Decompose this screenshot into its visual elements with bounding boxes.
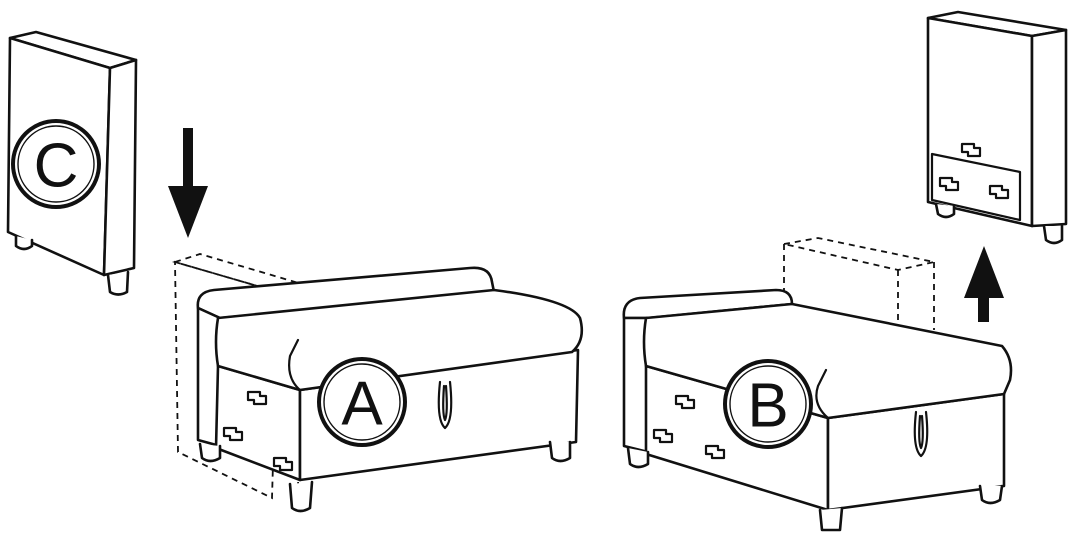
- arrow-up-icon: [964, 246, 1004, 322]
- storage-panel-raised: [926, 10, 1068, 245]
- label-badge-b: B: [723, 359, 813, 449]
- label-badge-a: A: [317, 357, 407, 447]
- label-b: B: [747, 372, 788, 441]
- label-c: C: [34, 132, 79, 201]
- arrow-down-icon: [168, 128, 208, 238]
- sofa-module-b: [622, 237, 1013, 532]
- label-a: A: [341, 370, 383, 439]
- sofa-module-a: [171, 253, 584, 513]
- label-badge-c: C: [11, 119, 101, 209]
